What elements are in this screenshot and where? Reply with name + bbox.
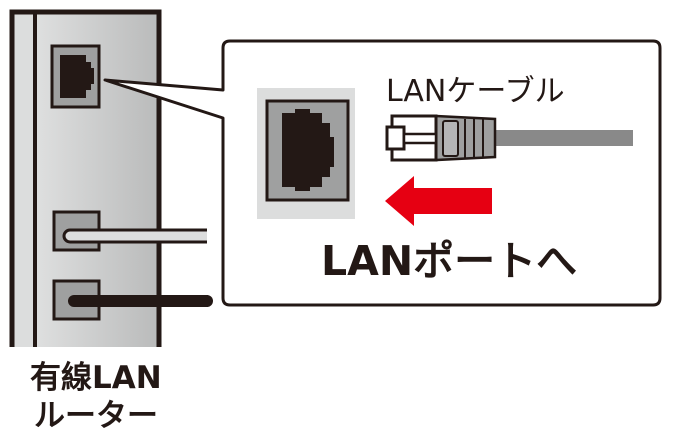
lan-cable-plug-icon: [385, 114, 633, 162]
router-label-line1: 有線LAN: [30, 360, 162, 396]
router-lan-port: [50, 44, 101, 109]
callout-box: [103, 39, 662, 307]
lan-port-instruction: LANポートへ: [321, 237, 577, 285]
router-label-line2: ルーター: [34, 398, 158, 434]
router-port-black-cable: [52, 279, 213, 321]
lan-cable-label: LANケーブル: [386, 74, 565, 109]
enlarged-lan-port: [257, 88, 355, 219]
insert-arrow-icon: [385, 176, 492, 226]
router-port-white-cable: [52, 210, 207, 252]
